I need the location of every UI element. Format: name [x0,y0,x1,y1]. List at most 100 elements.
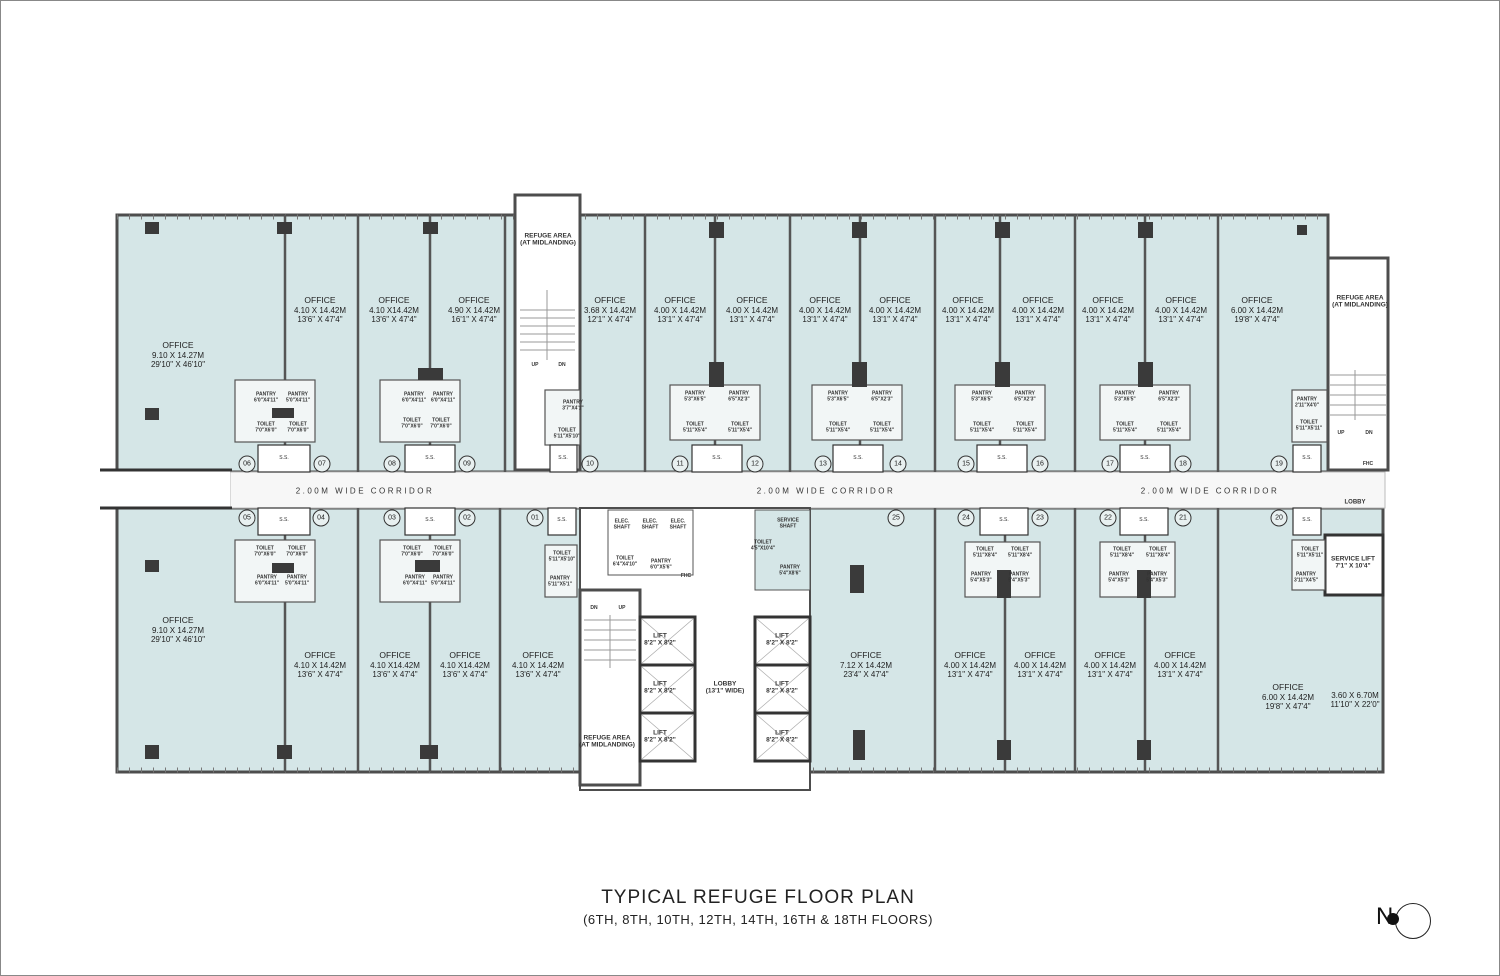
unit-number: 11 [671,455,689,473]
room-name: TOILET [873,421,891,428]
ss-label: S.S. [558,455,568,462]
office-metric: 4.90 X 14.42M [447,305,501,315]
room-name: TOILET [1300,419,1318,426]
room-name: TOILET [288,545,306,552]
room-name: UP [618,605,626,612]
room-name: TOILET [616,555,634,562]
unit-number: 25 [887,509,905,527]
office-imperial: 13'1" X 47'4" [1085,314,1131,324]
ss-label: S.S. [999,517,1009,524]
up-label: UP [532,362,539,369]
office-metric: 4.00 X 14.42M [868,305,922,315]
office-metric: 4.10 X 14.42M [293,305,347,315]
room-name: TOILET [403,417,421,424]
room-dimension: 6'0"X4'11" [402,580,428,586]
office-metric: 9.10 X 14.27M [151,625,205,635]
office-imperial: 13'1" X 47'4" [1087,669,1133,679]
north-dot-icon [1387,913,1399,925]
office-metric: 4.00 X 14.42M [653,305,707,315]
room-dimension: 5'4"X8'6" [779,570,801,576]
room-name: TOILET [434,545,452,552]
fhc-label: FHC [1363,461,1373,468]
room-dimension: 6'5"X2'3" [1158,396,1180,402]
room-dimension: 5'4"X5'3" [970,577,992,583]
up-label: UP [1338,430,1345,437]
room-name: SERVICE LIFT [1331,555,1375,563]
room-name: TOILET [558,427,576,434]
unit-number: 10 [581,455,599,473]
room-name: TOILET [1016,421,1034,428]
office-imperial: 19'8" X 47'4" [1265,701,1311,711]
office-imperial: 16'1" X 47'4" [451,314,497,324]
office-metric: 3.68 X 14.42M [583,305,637,315]
office-metric: 3.60 X 6.70M [1331,690,1379,700]
room-name: PANTRY [550,575,570,582]
room-dimension: SHAFT [669,524,687,530]
office-imperial: 11'10" X 22'0" [1330,700,1380,709]
ss-label: S.S. [997,455,1007,462]
office-imperial: 13'1" X 47'4" [802,314,848,324]
room-dimension: SHAFT [641,524,659,530]
room-name: DN [558,362,566,369]
room-name: TOILET [289,421,307,428]
shaft-block [607,509,694,576]
up-label: UP [618,605,626,612]
room-name: ELEC. [642,518,658,525]
room-dimension: 8'2" X 8'2" [644,640,676,647]
dn-label: DN [1365,430,1373,437]
room-name: TOILET [1011,546,1029,553]
ss-label: S.S. [557,517,567,524]
office-metric: 4.00 X 14.42M [1153,660,1207,670]
office-imperial: 23'4" X 47'4" [843,669,889,679]
office-name: OFFICE [952,294,984,305]
room-name: PANTRY [1297,396,1317,403]
room-name: FHC [680,573,692,580]
room-name: TOILET [731,421,749,428]
room-name: DN [1365,430,1373,437]
room-dimension: 5'4"X5'3" [1008,577,1030,583]
room-dimension: 5'11"X5'4" [682,427,708,433]
office-name: OFFICE [1092,294,1124,305]
room-dimension: 6'5"X2'3" [728,396,750,402]
room-dimension: 7'0"X6'0" [286,551,308,557]
office-metric: 4.00 X 14.42M [1154,305,1208,315]
elec--label: ELEC.SHAFT [614,518,631,531]
room-name: TOILET [1149,546,1167,553]
office-name: OFFICE [162,614,194,625]
room-dimension: 5'3"X6'5" [827,396,849,402]
unit-number: 08 [383,455,401,473]
room-dimension: 6'0"X5'6" [650,564,672,570]
room-dimension: 5'3"X6'5" [1114,396,1136,402]
unit-number: 04 [312,509,330,527]
room-dimension: 5'0"X4'11" [285,397,311,403]
refuge-area-label: REFUGE AREA(AT MIDLANDING) [520,233,576,248]
office-metric: 4.10 X 14.42M [293,660,347,670]
room-dimension: 7'0"X6'0" [287,427,309,433]
room-dimension: 6'0"X4'11" [401,397,427,403]
ss-label: S.S. [1139,517,1149,524]
dn-label: DN [590,605,597,612]
north-arrow-icon [1395,903,1431,939]
room-name: LIFT [775,632,789,640]
